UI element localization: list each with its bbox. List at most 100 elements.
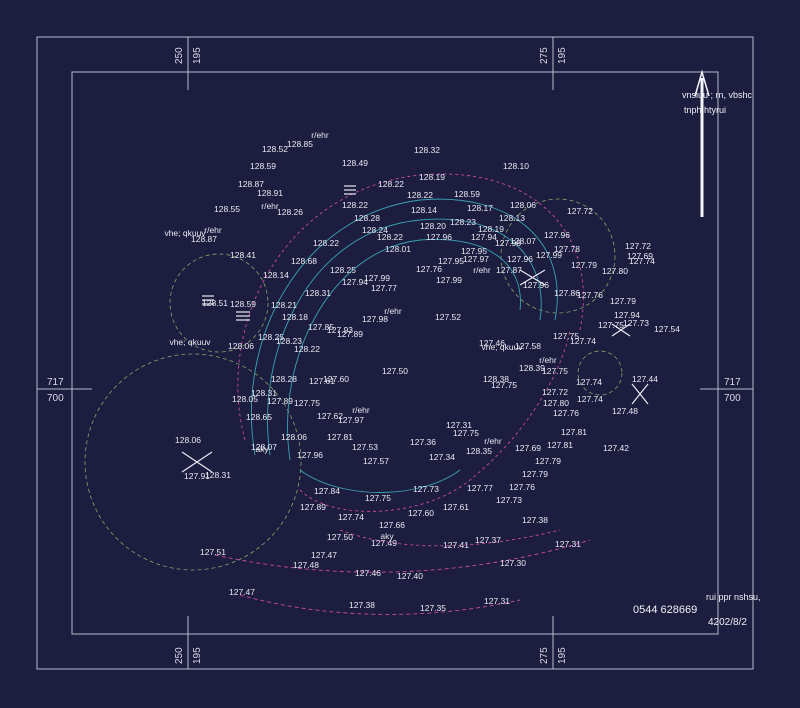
elevation-label: 127.44	[632, 374, 658, 384]
elevation-label: 127.76	[416, 264, 442, 274]
elevation-label: 127.76	[577, 290, 603, 300]
elevation-label: 128.23	[450, 217, 476, 227]
elevation-label: 127.69	[515, 443, 541, 453]
frame-label-left-1: 717	[47, 377, 64, 388]
elevation-label: 128.31	[205, 470, 231, 480]
elevation-label: 127.49	[371, 538, 397, 548]
elevation-label: 128.41	[230, 250, 256, 260]
elevation-label: 127.72	[542, 387, 568, 397]
elevation-label: 127.75	[491, 380, 517, 390]
elevation-label: 127.61	[443, 502, 469, 512]
elevation-label: 128.31	[251, 388, 277, 398]
north-arrow-icon	[694, 69, 710, 217]
elevation-label: 128.25	[258, 332, 284, 342]
elevation-label: 128.19	[419, 172, 445, 182]
elevation-label: 127.74	[629, 256, 655, 266]
elevation-label: 127.60	[323, 374, 349, 384]
elevation-label: 128.23	[276, 336, 302, 346]
elevation-label: 127.89	[337, 329, 363, 339]
frame-label-top-2: 195	[192, 47, 203, 64]
elevation-label: 127.79	[610, 296, 636, 306]
elevation-label: 127.81	[547, 440, 573, 450]
elevation-label: 127.61	[309, 376, 335, 386]
elevation-label: 127.96	[523, 280, 549, 290]
elevation-label: 127.96	[507, 254, 533, 264]
elevation-label: 127.75	[453, 428, 479, 438]
elevation-labels: 128.32128.10128.85r/ehr128.52128.49128.5…	[164, 130, 680, 613]
elevation-label: 128.59	[454, 189, 480, 199]
elevation-label: 127.93	[327, 325, 353, 335]
elevation-label: 127.72	[567, 206, 593, 216]
elevation-label: 127.77	[467, 483, 493, 493]
elevation-label: r/ehr	[539, 355, 557, 365]
elevation-label: 127.99	[436, 275, 462, 285]
elevation-label: 127.36	[410, 437, 436, 447]
elevation-label: 127.58	[515, 341, 541, 351]
elevation-label: r/ehr	[204, 225, 222, 235]
elevation-label: 128.14	[263, 270, 289, 280]
elevation-label: 127.79	[571, 260, 597, 270]
elevation-label: 127.74	[576, 377, 602, 387]
elevation-label: 128.22	[342, 200, 368, 210]
elevation-label: 128.22	[313, 238, 339, 248]
elevation-label: 128.19	[478, 224, 504, 234]
elevation-label: 127.62	[317, 411, 343, 421]
elevation-label: 128.22	[378, 179, 404, 189]
contour-lines	[214, 173, 591, 615]
elevation-label: 127.31	[446, 420, 472, 430]
elevation-label: 127.54	[654, 324, 680, 334]
elevation-label: 127.46	[479, 338, 505, 348]
elevation-label: 128.85	[287, 139, 313, 149]
elevation-label: r/ehr	[473, 265, 491, 275]
elevation-label: 128.06	[510, 200, 536, 210]
elevation-label: 128.20	[420, 221, 446, 231]
titleblock-date: 4202/8/2	[708, 617, 747, 628]
titleblock-number: 0544 628669	[633, 604, 698, 616]
elevation-label: 127.38	[522, 515, 548, 525]
elevation-label: 127.94	[614, 310, 640, 320]
elevation-label: 127.52	[435, 312, 461, 322]
elevation-label: 128.55	[214, 204, 240, 214]
elevation-label: 127.57	[363, 456, 389, 466]
frame-label-top-3: 275	[539, 47, 550, 64]
boundary-circles	[84, 198, 623, 571]
elevation-label: 127.91	[184, 471, 210, 481]
elevation-label: 127.84	[314, 486, 340, 496]
elevation-label: 127.97	[338, 415, 364, 425]
elevation-label: r/ehr	[311, 130, 329, 140]
elevation-label: 127.73	[623, 318, 649, 328]
elevation-label: 127.97	[463, 254, 489, 264]
elevation-label: 128.49	[342, 158, 368, 168]
elevation-label: 127.75	[598, 320, 624, 330]
elevation-label: r/ehr	[261, 201, 279, 211]
elevation-label: 127.95	[461, 246, 487, 256]
frame-label-bottom-4: 195	[557, 647, 568, 664]
elevation-label: 127.96	[544, 230, 570, 240]
elevation-label: 127.30	[500, 558, 526, 568]
elevation-label: 128.59	[230, 299, 256, 309]
elevation-label: 127.75	[542, 366, 568, 376]
elevation-label: 128.25	[330, 265, 356, 275]
elevation-label: r/ehr	[384, 306, 402, 316]
elevation-label: 127.79	[535, 456, 561, 466]
elevation-label: vhe; qkuuv	[481, 342, 523, 352]
elevation-label: 127.48	[612, 406, 638, 416]
elevation-label: 127.80	[602, 266, 628, 276]
elevation-label: 128.68	[291, 256, 317, 266]
elevation-label: 127.86	[554, 288, 580, 298]
frame-label-bottom-2: 195	[192, 647, 203, 664]
elevation-label: 128.06	[228, 341, 254, 351]
titleblock-caption: rui ppr nshsu,	[706, 592, 761, 602]
elevation-label: 128.26	[277, 207, 303, 217]
elevation-label: 128.38	[483, 374, 509, 384]
elevation-label: 127.40	[397, 571, 423, 581]
elevation-label: 127.46	[355, 568, 381, 578]
elevation-label: 127.81	[327, 432, 353, 442]
elevation-label: 127.50	[382, 366, 408, 376]
grid-ticks	[37, 37, 753, 669]
frame-label-top-1: 250	[174, 47, 185, 64]
elevation-label: 127.89	[300, 502, 326, 512]
elevation-label: 127.76	[509, 482, 535, 492]
elevation-label: 128.18	[282, 312, 308, 322]
